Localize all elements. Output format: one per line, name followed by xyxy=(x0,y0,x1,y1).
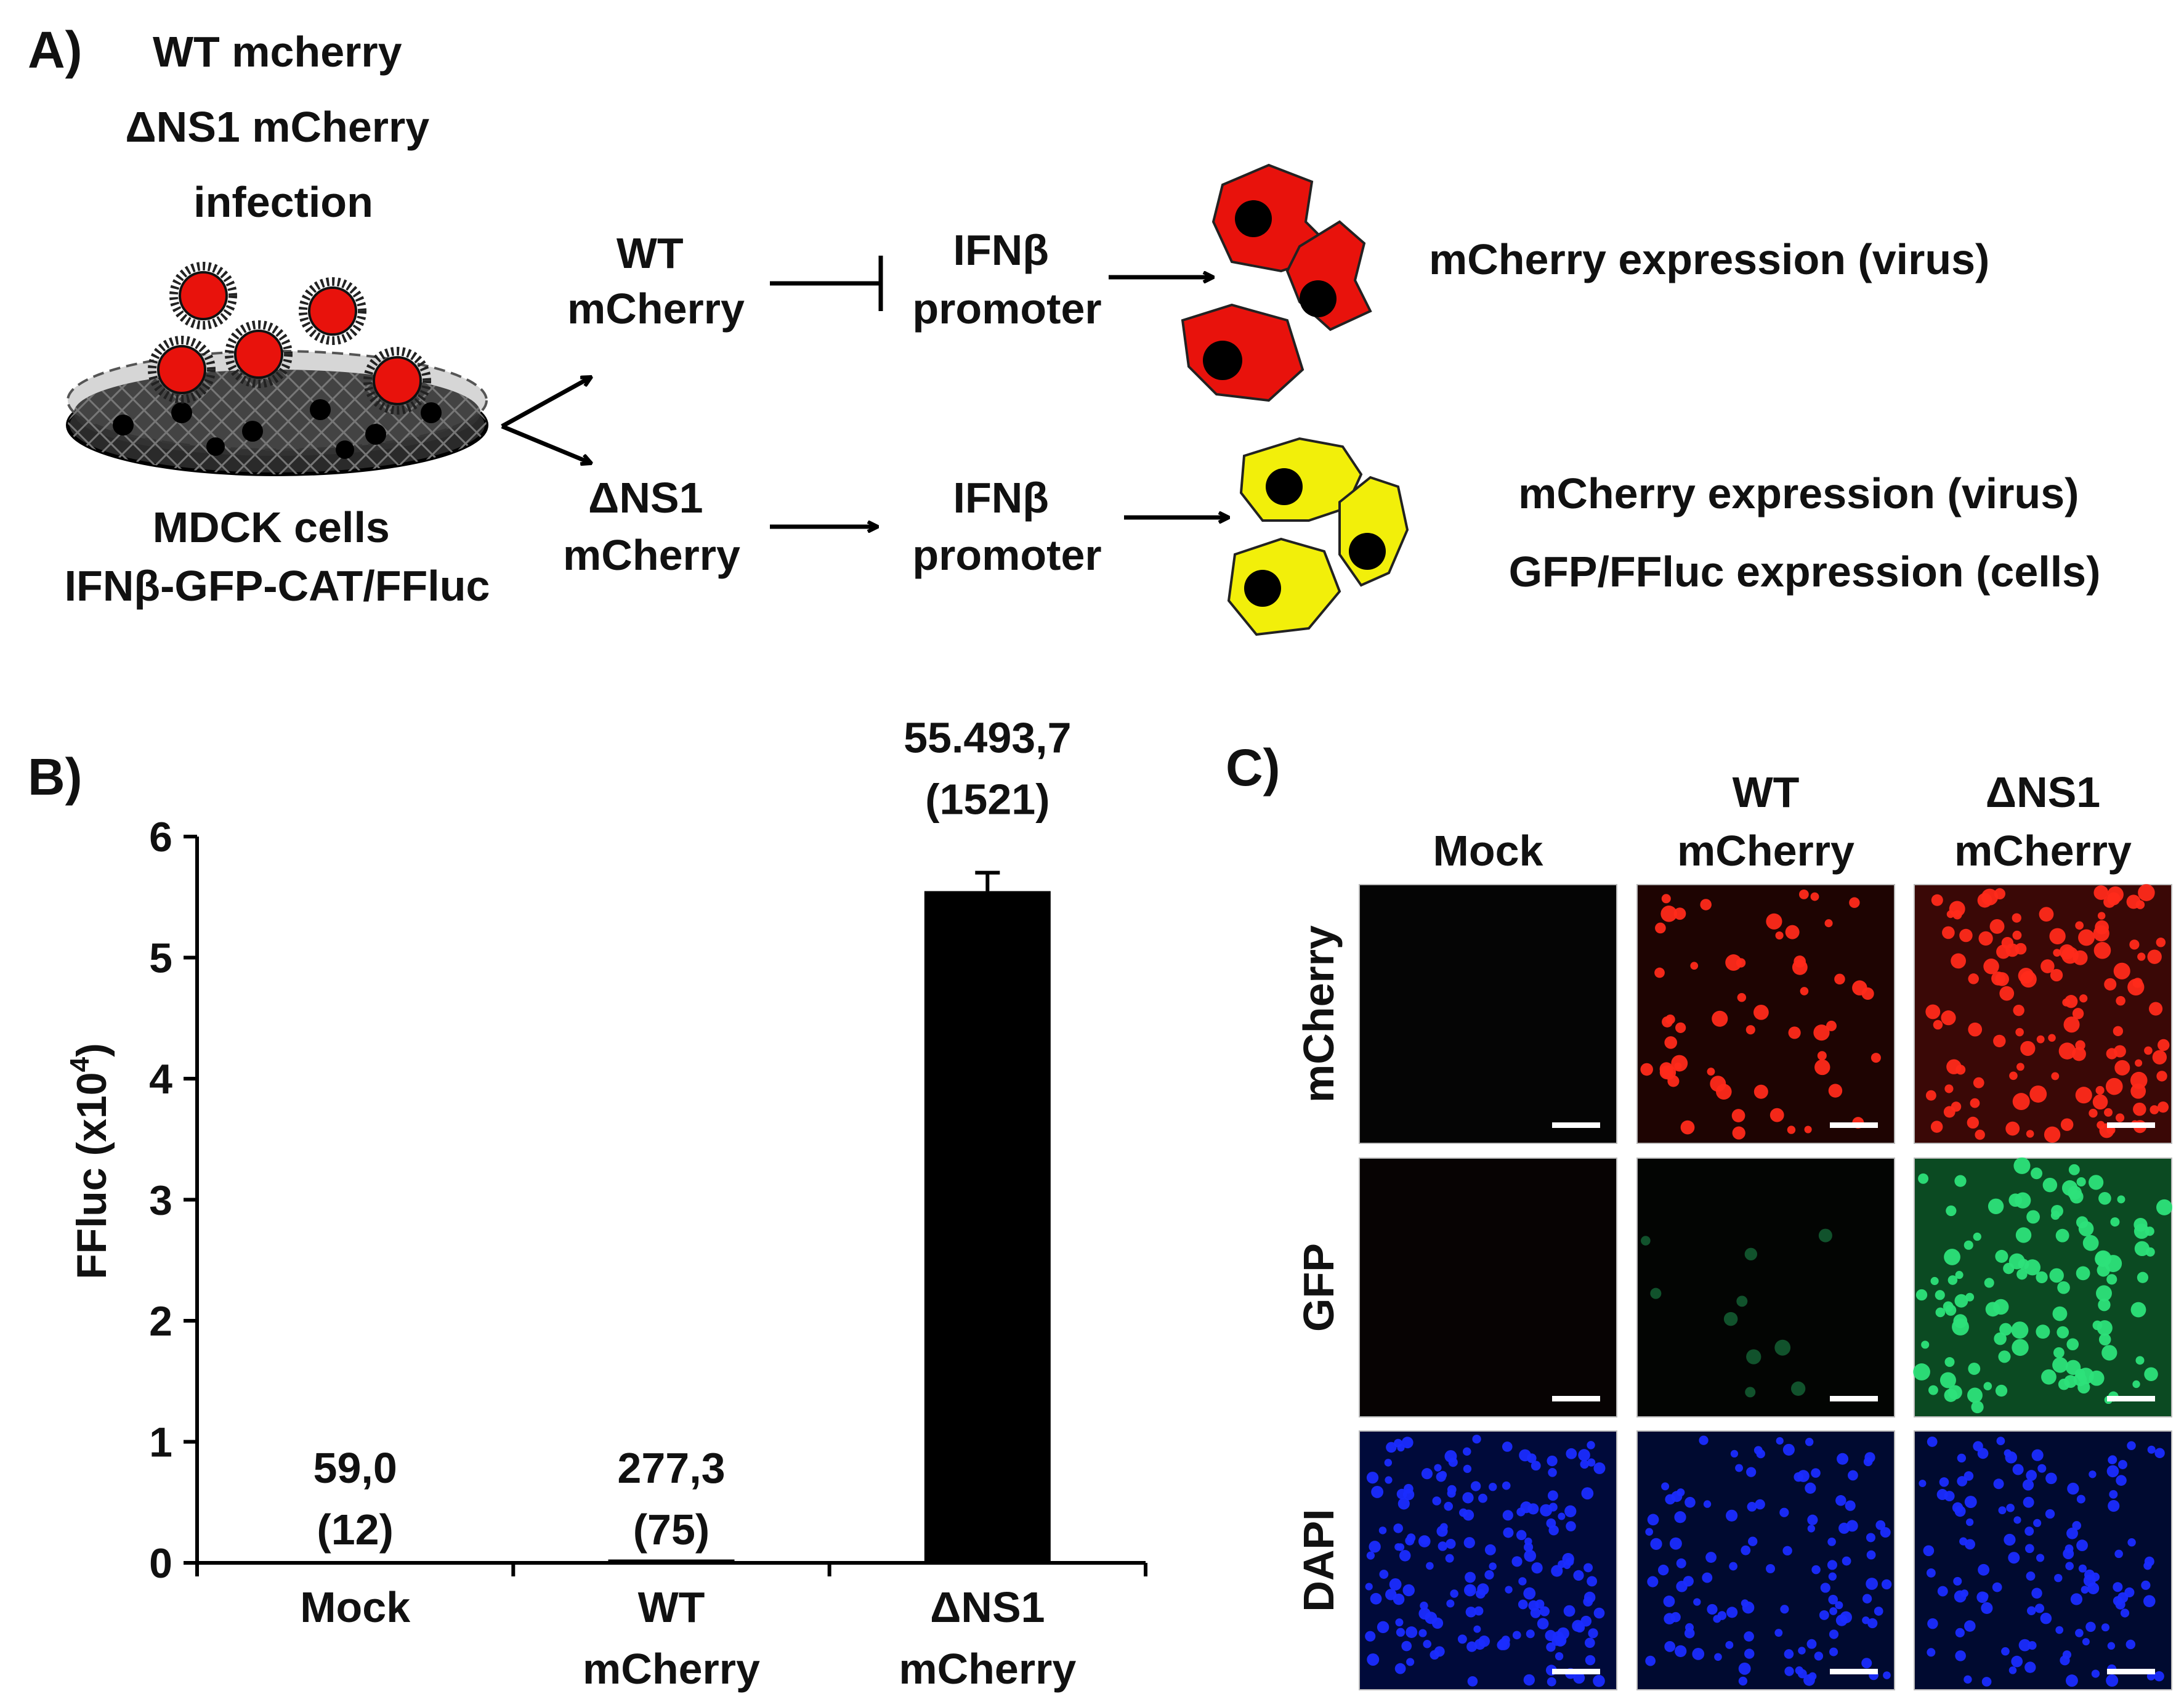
bars xyxy=(292,870,1051,1563)
panel-a-schematic: A) WT mcherry ΔNS1 mCherry infection xyxy=(28,21,2101,636)
dns1-ifnb-promoter-label: IFNβ promoter xyxy=(912,474,1101,579)
virus-icon xyxy=(148,336,216,403)
y-axis-label: FFluc (x104) xyxy=(65,1043,115,1279)
micro-panel-dapi-0 xyxy=(1359,1430,1617,1690)
panel-c-letter: C) xyxy=(1226,739,1280,797)
value-label: (12) xyxy=(317,1506,393,1554)
yellow-cell-icon xyxy=(1338,476,1409,587)
scale-bar xyxy=(1552,1122,1600,1128)
wt-mcherry-label: WT mCherry xyxy=(567,229,745,333)
panel-b-letter: B) xyxy=(28,748,83,806)
category-label: WT xyxy=(638,1583,705,1631)
micro-column-label: WT xyxy=(1733,768,1800,816)
scale-bar xyxy=(2107,1669,2155,1674)
micro-column-label: mCherry xyxy=(1677,827,1854,875)
micro-panel-gfp-1 xyxy=(1636,1158,1895,1417)
y-ticks: 0 1 2 3 4 5 6 xyxy=(149,814,197,1587)
panel-a-letter: A) xyxy=(28,21,83,79)
micro-panel-dapi-1 xyxy=(1636,1430,1895,1690)
y-tick-label: 6 xyxy=(149,814,172,861)
y-tick-label: 2 xyxy=(149,1298,172,1345)
y-tick-label: 4 xyxy=(149,1056,172,1103)
red-cell-icon xyxy=(1285,220,1372,331)
virus-particles xyxy=(148,262,431,415)
scale-bar xyxy=(1552,1396,1600,1401)
category-label: mCherry xyxy=(583,1645,760,1693)
category-label: mCherry xyxy=(899,1645,1076,1693)
scale-bar xyxy=(1552,1669,1600,1674)
split-arrow-up xyxy=(501,377,591,429)
red-infected-cells xyxy=(1181,163,1372,402)
scale-bar xyxy=(2107,1122,2155,1128)
infection-label: WT mcherry ΔNS1 mCherry infection xyxy=(125,28,441,226)
micro-panel-dapi-2 xyxy=(1914,1430,2172,1690)
micro-panel-gfp-2 xyxy=(1913,1157,2172,1417)
dns1-mcherry-label: ΔNS1 mCherry xyxy=(563,474,740,579)
micro-row-label: mCherry xyxy=(1295,925,1343,1103)
category-labels: Mock WT mCherry ΔNS1 mCherry xyxy=(300,1583,1076,1693)
panel-b-chart: B) FFluc (x104) 0 1 2 3 4 5 6 59,0 (12) 277,3 (75… xyxy=(28,714,1147,1693)
bar xyxy=(608,1559,735,1563)
y-tick-label: 1 xyxy=(149,1419,172,1466)
micro-column-label: ΔNS1 xyxy=(1986,768,2100,816)
split-arrow-down xyxy=(501,424,591,463)
dns1-result-label: mCherry expression (virus) GFP/FFluc exp… xyxy=(1509,469,2101,596)
scale-bar xyxy=(1830,1669,1878,1674)
value-label: 59,0 xyxy=(313,1444,397,1492)
micro-image-grid xyxy=(1359,884,2172,1690)
virus-icon xyxy=(169,262,237,330)
y-tick-label: 0 xyxy=(149,1540,172,1587)
y-tick-label: 3 xyxy=(149,1177,172,1224)
scale-bar xyxy=(1830,1396,1878,1401)
micro-panel-mcherry-0 xyxy=(1359,884,1617,1144)
x-ticks xyxy=(195,1563,1147,1576)
micro-row-label: GFP xyxy=(1295,1243,1343,1332)
y-tick-label: 5 xyxy=(149,935,172,982)
value-label: (75) xyxy=(633,1506,710,1554)
bar xyxy=(292,1562,419,1563)
value-labels: 59,0 (12) 277,3 (75) 55.493,7 (1521) xyxy=(313,714,1072,1554)
wt-ifnb-promoter-label: IFNβ promoter xyxy=(912,226,1101,333)
micro-column-label: mCherry xyxy=(1954,827,2132,875)
scale-bar xyxy=(1830,1122,1878,1128)
wt-result-label: mCherry expression (virus) xyxy=(1429,235,1989,283)
cells-label: MDCK cells IFNβ-GFP-CAT/FFluc xyxy=(65,503,490,610)
yellow-cell-icon xyxy=(1239,437,1363,522)
category-label: Mock xyxy=(300,1583,410,1631)
virus-icon xyxy=(225,320,293,388)
micro-panel-gfp-0 xyxy=(1359,1158,1617,1417)
scale-bar xyxy=(2107,1396,2155,1401)
micro-column-label: Mock xyxy=(1433,827,1543,875)
micro-row-label: DAPI xyxy=(1295,1509,1343,1612)
value-label: (1521) xyxy=(925,776,1050,824)
bar xyxy=(924,891,1051,1563)
red-cell-icon xyxy=(1181,303,1304,402)
micro-panel-mcherry-1 xyxy=(1636,884,1895,1144)
virus-icon xyxy=(363,347,431,415)
category-label: ΔNS1 xyxy=(930,1583,1045,1631)
value-label: 55.493,7 xyxy=(904,714,1071,762)
inhibition-arrow xyxy=(770,256,883,311)
micro-column-headers: Mock WT mCherry ΔNS1 mCherry xyxy=(1433,768,2132,875)
micro-panel-mcherry-2 xyxy=(1914,884,2172,1144)
virus-icon xyxy=(299,277,366,345)
yellow-activated-cells xyxy=(1227,437,1409,636)
value-label: 277,3 xyxy=(617,1444,725,1492)
yellow-cell-icon xyxy=(1227,537,1341,636)
